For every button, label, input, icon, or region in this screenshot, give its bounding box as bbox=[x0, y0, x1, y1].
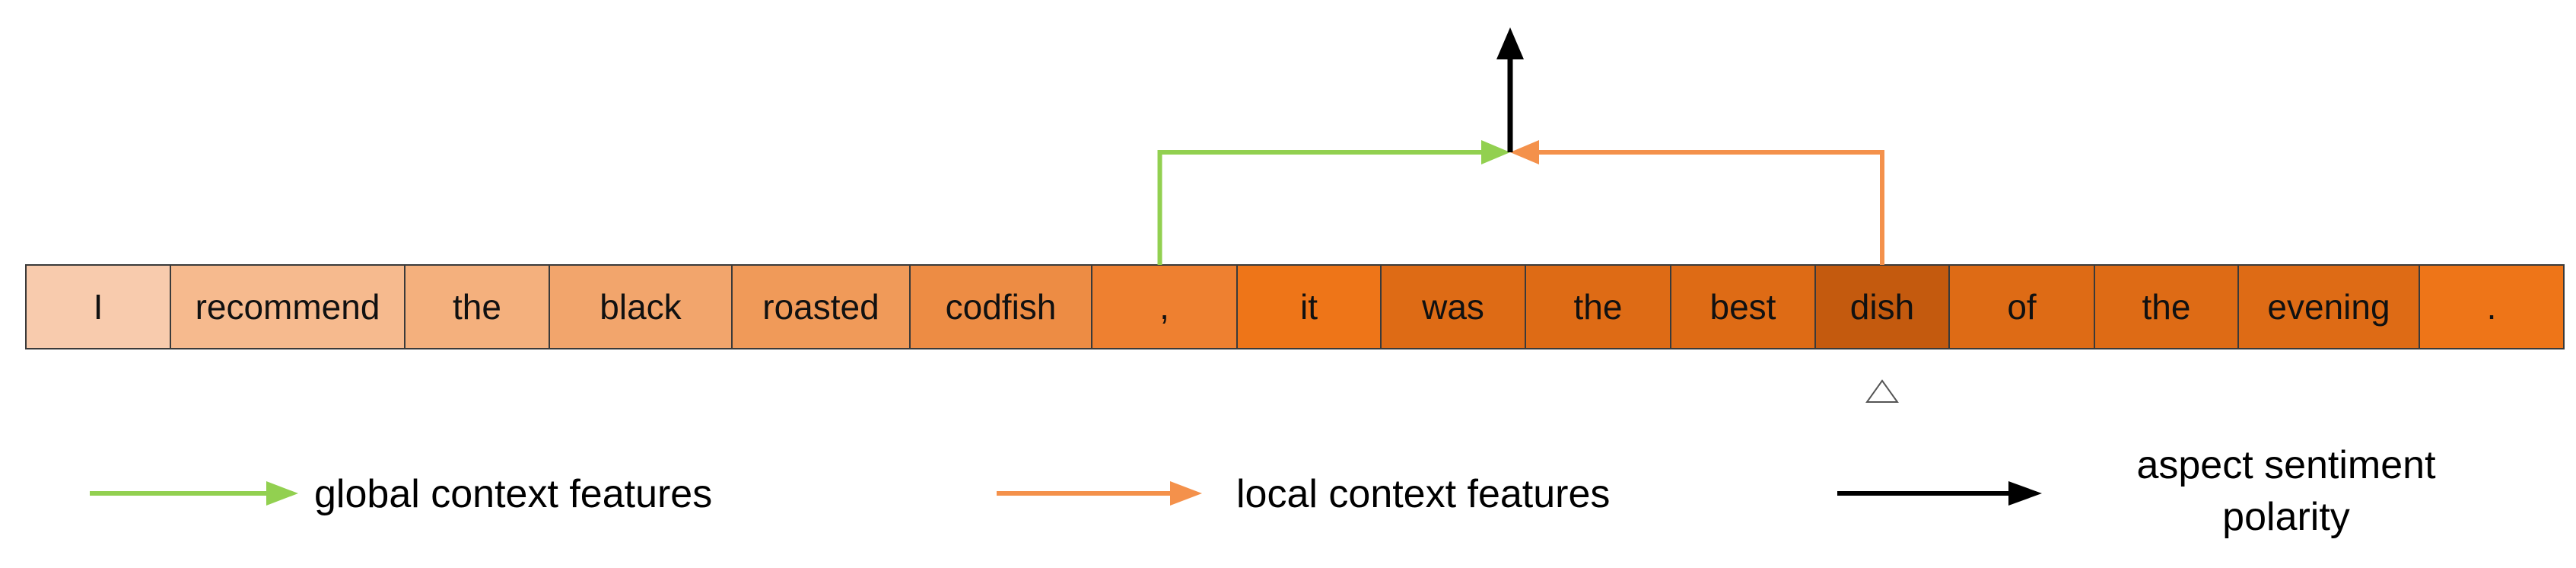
token-cell-background bbox=[1236, 264, 1382, 349]
token-cell-background bbox=[1380, 264, 1526, 349]
token-text: best bbox=[1710, 287, 1776, 327]
aspect-marker-triangle-icon bbox=[1865, 379, 1899, 403]
token-cell: it bbox=[1236, 264, 1382, 349]
token-text: recommend bbox=[196, 287, 380, 327]
token-cell: I bbox=[25, 264, 171, 349]
token-text: evening bbox=[2267, 287, 2390, 327]
token-text: roasted bbox=[762, 287, 879, 327]
token-text: , bbox=[1159, 287, 1169, 327]
legend-global-label: global context features bbox=[314, 472, 712, 516]
legend-output-label: aspect sentiment polarity bbox=[2136, 443, 2436, 539]
token-cell: codfish bbox=[909, 264, 1092, 349]
legend-output-label-line: polarity bbox=[2222, 495, 2350, 539]
global-context-arrow bbox=[1157, 150, 1487, 265]
global-context-arrowhead-icon bbox=[1481, 140, 1510, 164]
token-cell-background bbox=[549, 264, 733, 349]
token-cell-background bbox=[404, 264, 550, 349]
token-cell-background bbox=[25, 264, 171, 349]
token-cell-background bbox=[1525, 264, 1671, 349]
token-text: . bbox=[2487, 287, 2497, 327]
token-cell: of bbox=[1948, 264, 2095, 349]
token-text: was bbox=[1421, 287, 1484, 327]
token-cell: . bbox=[2419, 264, 2565, 349]
token-cell-background bbox=[731, 264, 911, 349]
token-text: codfish bbox=[946, 287, 1057, 327]
legend: global context features local context fe… bbox=[90, 443, 2436, 539]
token-text: it bbox=[1300, 287, 1318, 327]
token-text: the bbox=[2142, 287, 2191, 327]
token-cell: black bbox=[549, 264, 733, 349]
token-text: of bbox=[2007, 287, 2037, 327]
legend-output-label-line: aspect sentiment bbox=[2136, 443, 2436, 487]
legend-local-arrowhead-icon bbox=[1170, 481, 1202, 506]
legend-output-arrowhead-icon bbox=[2008, 481, 2042, 506]
token-cell: the bbox=[2094, 264, 2239, 349]
token-text: the bbox=[1574, 287, 1623, 327]
local-context-arrowhead-icon bbox=[1510, 140, 1539, 164]
token-cell-background bbox=[1948, 264, 2095, 349]
token-cell: roasted bbox=[731, 264, 911, 349]
token-cell: evening bbox=[2237, 264, 2420, 349]
token-cell-background bbox=[1814, 264, 1950, 349]
token-cell: was bbox=[1380, 264, 1526, 349]
token-cell: dish bbox=[1814, 264, 1950, 349]
token-cell-background bbox=[2419, 264, 2565, 349]
token-text: dish bbox=[1850, 287, 1914, 327]
token-cell-background bbox=[1091, 264, 1238, 349]
token-text: black bbox=[599, 287, 682, 327]
token-cell-background bbox=[2094, 264, 2239, 349]
token-cell: best bbox=[1670, 264, 1816, 349]
token-cell: the bbox=[1525, 264, 1671, 349]
token-cell: recommend bbox=[170, 264, 405, 349]
legend-local-label: local context features bbox=[1236, 472, 1610, 516]
token-cell-background bbox=[170, 264, 405, 349]
token-cell-background bbox=[909, 264, 1092, 349]
token-text: I bbox=[94, 287, 103, 327]
token-cell: the bbox=[404, 264, 550, 349]
local-context-arrow bbox=[1533, 150, 1884, 265]
token-cell: , bbox=[1091, 264, 1238, 349]
legend-global-arrowhead-icon bbox=[266, 481, 298, 506]
output-arrowhead-icon bbox=[1496, 27, 1524, 59]
token-text: the bbox=[453, 287, 501, 327]
